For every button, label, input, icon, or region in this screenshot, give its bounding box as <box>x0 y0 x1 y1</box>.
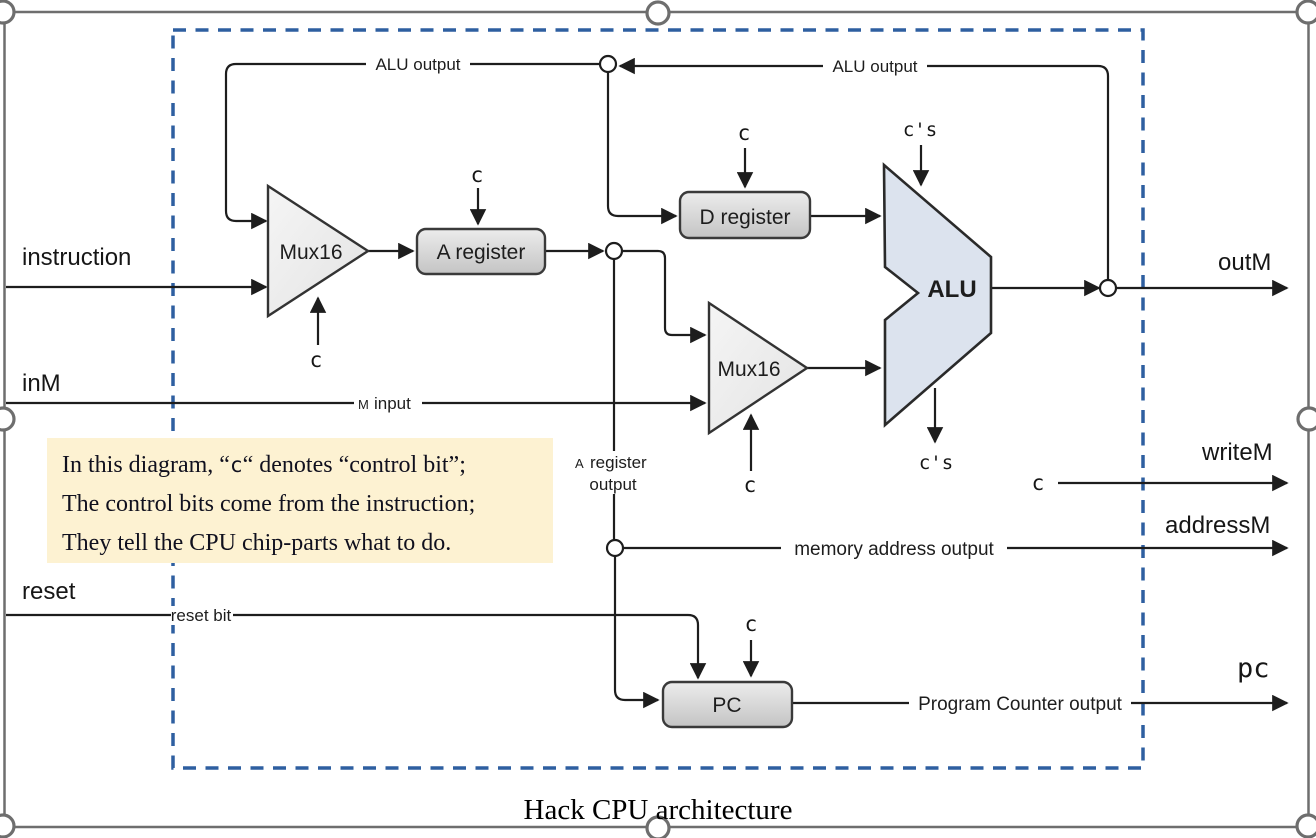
wire-node-to-mux2 <box>622 249 707 344</box>
wire-alu-feedback-left <box>224 62 600 230</box>
c-label-pc: c <box>745 612 758 636</box>
input-label-reset: reset <box>22 578 76 605</box>
wire-a-output-to-pc <box>613 556 660 709</box>
mux16-1-label: Mux16 <box>279 241 342 264</box>
junction-a-register-output <box>604 241 624 261</box>
handle-bottom-right[interactable] <box>1295 813 1316 838</box>
note-line1-post: “ denotes “control bit”; <box>242 452 466 478</box>
cpu-boundary-dashed-border <box>171 28 1145 770</box>
wire-to-d-register <box>606 72 678 225</box>
diagram-title: Hack CPU architecture <box>523 794 793 826</box>
handle-top-left[interactable] <box>0 0 16 25</box>
control-bit-note: In this diagram, “c“ denotes “control bi… <box>47 438 553 563</box>
a-register-label: A register <box>437 241 526 264</box>
labelbg-m-input <box>354 396 422 412</box>
wire-label-program-counter-output: Program Counter output <box>918 694 1123 715</box>
junction-memory-address <box>605 538 625 558</box>
pc-box <box>661 680 794 729</box>
wire-label-a-register-output-cap: A <box>575 456 584 471</box>
note-line-1: In this diagram, “c“ denotes “control bi… <box>62 446 553 485</box>
handle-middle-left[interactable] <box>0 406 16 432</box>
output-label-pc: pc <box>1237 653 1270 684</box>
wire-label-alu-output-left: ALU output <box>375 55 460 74</box>
note-line-3: They tell the CPU chip-parts what to do. <box>62 530 452 556</box>
labelbg-alu-output-right <box>823 56 927 77</box>
labelbg-a-register-output <box>568 451 658 494</box>
note-line-2: The control bits come from the instructi… <box>62 491 476 517</box>
wire-label-memory-address-output: memory address output <box>794 539 994 560</box>
c-label-mux2: c <box>744 473 757 497</box>
output-label-writeM: writeM <box>1201 439 1273 466</box>
d-register-label: D register <box>699 206 790 229</box>
a-register-box <box>415 227 547 276</box>
handle-top-center[interactable] <box>645 0 671 26</box>
handle-middle-right[interactable] <box>1296 406 1316 432</box>
cs-label-alu-bottom: c's <box>919 452 953 474</box>
cs-label-alu-top: c's <box>903 119 937 141</box>
note-line1-pre: In this diagram, “ <box>62 452 230 478</box>
wire-label-alu-output-right: ALU output <box>832 57 917 76</box>
wire-label-m-input-cap: M <box>358 397 369 412</box>
handle-top-right[interactable] <box>1295 0 1316 25</box>
c-label-a-register: c <box>471 163 484 187</box>
mux16-2-label: Mux16 <box>717 358 780 381</box>
labelbg-reset-bit <box>171 606 233 625</box>
wire-reset-bit <box>6 613 707 680</box>
output-label-addressM: addressM <box>1165 512 1270 539</box>
wire-label-m-input: input <box>374 394 411 413</box>
labelbg-memory-address <box>781 538 1007 559</box>
handle-bottom-center[interactable] <box>645 815 671 838</box>
wire-label-reset-bit: reset bit <box>171 606 232 625</box>
labelbg-pc-output <box>909 692 1131 713</box>
labelbg-alu-output-left <box>366 54 470 75</box>
wire-label-a-register-output: register <box>590 453 647 472</box>
input-label-inM: inM <box>22 370 61 397</box>
junction-alu-output <box>1098 278 1118 298</box>
wire-alu-feedback-top <box>618 57 1110 280</box>
pc-label: PC <box>712 694 741 717</box>
c-label-d-register: c <box>738 121 751 145</box>
wire-label-a-register-output-line2: output <box>589 475 637 494</box>
wire-junctions <box>598 54 1118 558</box>
mux16-2-shape <box>707 300 810 436</box>
junction-alu-feedback <box>598 54 618 74</box>
note-line1-c: c <box>229 453 243 477</box>
d-register-box <box>678 190 812 240</box>
handle-bottom-left[interactable] <box>0 813 16 838</box>
output-label-outM: outM <box>1218 249 1271 276</box>
alu-label: ALU <box>927 276 976 303</box>
c-label-writeM: c <box>1032 471 1045 495</box>
mux16-1-shape <box>266 183 371 319</box>
input-label-instruction: instruction <box>22 244 131 271</box>
c-label-mux1: c <box>310 348 323 372</box>
alu-shape <box>882 162 993 428</box>
